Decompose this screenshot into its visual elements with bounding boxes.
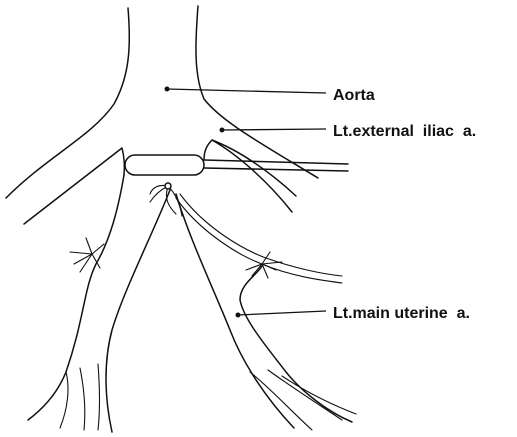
label-lt-external-iliac: Lt.external iliac a. [333, 123, 476, 140]
vascular-clamp [125, 155, 348, 175]
branch-vessels [70, 183, 282, 278]
bifurcation-contour [24, 140, 292, 224]
leader-main-uterine [236, 311, 327, 318]
label-lt-main-uterine: Lt.main uterine a. [333, 305, 470, 322]
label-aorta: Aorta [333, 87, 375, 104]
right-uterine-vessel [28, 175, 170, 432]
leader-external-iliac [220, 128, 327, 133]
leader-aorta [165, 87, 327, 94]
lt-main-uterine-vessel [176, 194, 356, 430]
